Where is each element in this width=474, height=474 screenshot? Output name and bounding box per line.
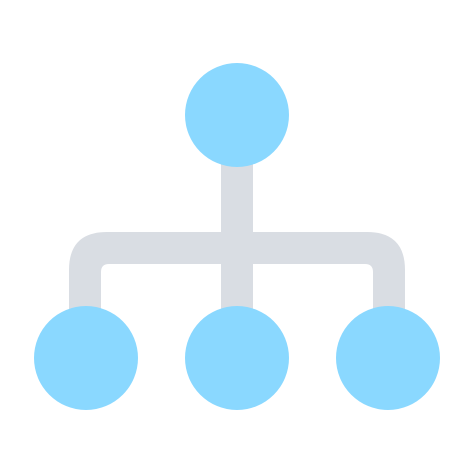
bottom-center-node	[185, 306, 289, 410]
connector-branch	[69, 232, 405, 315]
bottom-right-node	[336, 306, 440, 410]
connector-lines	[69, 160, 405, 320]
bottom-left-node	[34, 306, 138, 410]
top-node	[185, 63, 289, 167]
